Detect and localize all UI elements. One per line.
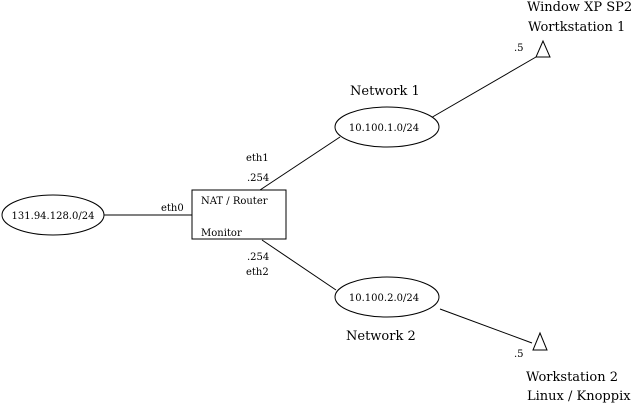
external-network-node <box>1 194 105 236</box>
network2-name: Network 2 <box>346 329 416 344</box>
eth2-ip-label: .254 <box>247 252 269 263</box>
workstation2-line2: Linux / Knoppix <box>527 389 631 404</box>
link-network1-workstation1 <box>428 56 537 120</box>
workstation1-ip: .5 <box>514 43 524 54</box>
link-network2-workstation2 <box>439 308 533 344</box>
network2-subnet: 10.100.2.0/24 <box>349 293 419 304</box>
link-router-network2 <box>261 239 337 291</box>
link-router-network1 <box>259 136 341 191</box>
workstation1-triangle-icon <box>535 39 551 58</box>
workstation1-line1: Window XP SP2 <box>527 0 632 15</box>
external-network-label: 131.94.128.0/24 <box>12 211 95 222</box>
network1-subnet: 10.100.1.0/24 <box>349 123 419 134</box>
network2-node <box>334 276 440 318</box>
workstation1-line2: Wortkstation 1 <box>528 20 625 35</box>
workstation2-ip: .5 <box>514 349 524 360</box>
eth1-ip-label: .254 <box>247 173 269 184</box>
eth0-label: eth0 <box>161 203 184 214</box>
router-title: NAT / Router <box>201 196 268 207</box>
router-subtitle: Monitor <box>201 228 242 239</box>
workstation2-line1: Workstation 2 <box>526 370 618 385</box>
router-node <box>191 189 287 240</box>
eth2-label: eth2 <box>246 267 269 278</box>
eth1-label: eth1 <box>246 153 269 164</box>
network1-name: Network 1 <box>350 84 420 99</box>
workstation2-triangle-icon <box>532 331 548 351</box>
network1-node <box>334 106 440 148</box>
